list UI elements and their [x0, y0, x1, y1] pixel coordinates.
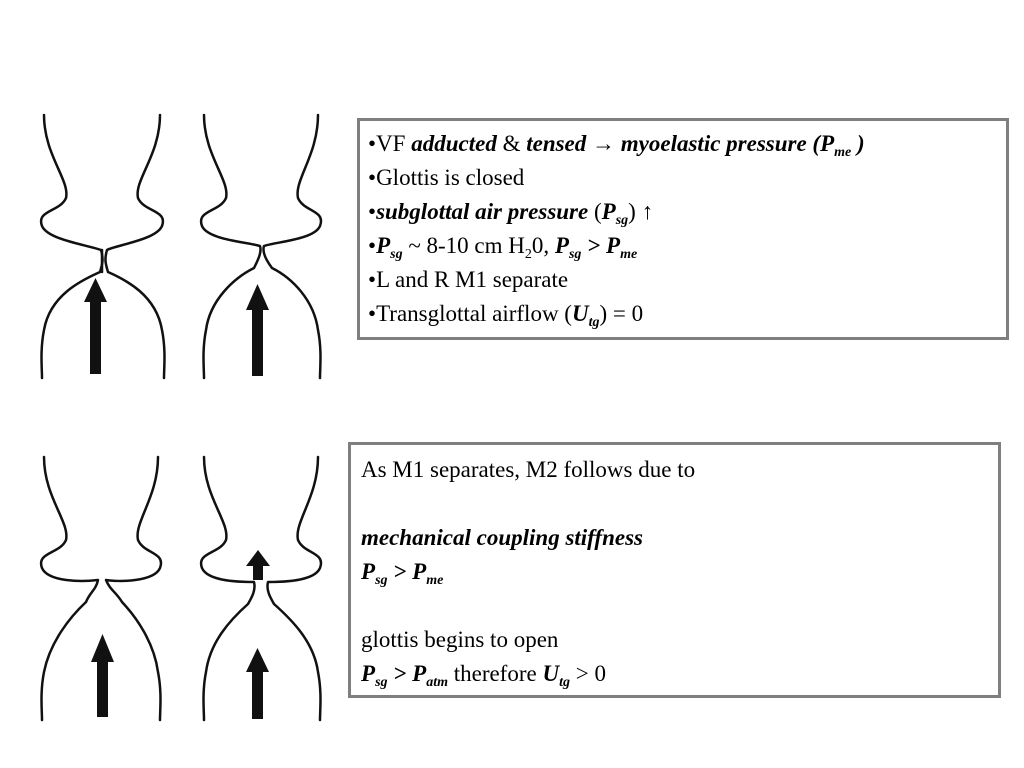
text: therefore [447, 661, 543, 686]
text: > [387, 559, 413, 584]
text: ~ 8-10 cm H [402, 233, 525, 258]
text: ) = 0 [599, 301, 644, 326]
text: adducted [411, 131, 497, 156]
note-line-2: mechanical coupling stiffness [361, 525, 643, 550]
opening-phase-notes-box: As M1 separates, M2 follows due to mecha… [348, 442, 1001, 698]
subscript: atm [426, 675, 448, 690]
text: 0, [531, 233, 555, 258]
text: > [387, 661, 413, 686]
subscript: 2 [524, 247, 532, 262]
text: Glottis is closed [376, 165, 525, 190]
note-line-2: •Glottis is closed [368, 161, 998, 195]
text: tensed [526, 131, 587, 156]
subscript: sg [375, 675, 388, 690]
text: Transglottal airflow ( [376, 301, 572, 326]
subscript: sg [615, 213, 629, 228]
bullet: • [368, 131, 377, 156]
symbol: U [571, 301, 589, 326]
symbol: P [820, 131, 835, 156]
note-line-3: •subglottal air pressure (Psg) ↑ [368, 195, 998, 229]
subscript: sg [375, 573, 388, 588]
text: & [496, 131, 527, 156]
airflow-arrow-icon [246, 284, 269, 376]
vocal-fold-diagram-closed-a [30, 110, 180, 380]
text: L and R M1 separate [376, 267, 569, 292]
symbol: P [601, 199, 616, 224]
text: > 0 [569, 661, 606, 686]
spacer [361, 589, 988, 623]
bullet: • [368, 267, 377, 292]
vocal-fold-diagram-opening-a [30, 452, 180, 722]
note-line-5: •L and R M1 separate [368, 263, 998, 297]
symbol: U [542, 661, 560, 686]
vocal-fold-diagram-opening-b [190, 452, 340, 722]
symbol: P [361, 559, 376, 584]
bullet: • [368, 199, 377, 224]
symbol: P [412, 661, 427, 686]
text: ( [588, 199, 602, 224]
symbol: P [376, 233, 391, 258]
note-line-1: •VF adducted & tensed → myoelastic press… [368, 127, 998, 161]
closed-phase-notes-box: •VF adducted & tensed → myoelastic press… [357, 118, 1009, 340]
text: VF [376, 131, 412, 156]
subscript: me [620, 247, 638, 262]
bullet: • [368, 233, 377, 258]
symbol: P [554, 233, 569, 258]
subscript: me [426, 573, 444, 588]
text: > [581, 233, 607, 258]
symbol: P [361, 661, 376, 686]
note-line-4: •Psg ~ 8-10 cm H20, Psg > Pme [368, 229, 998, 263]
subscript: me [834, 145, 852, 160]
symbol: P [606, 233, 621, 258]
note-line-6: •Transglottal airflow (Utg) = 0 [368, 297, 998, 331]
text: subglottal air pressure [376, 199, 589, 224]
note-line-4: glottis begins to open [361, 627, 559, 652]
bullet: • [368, 165, 377, 190]
text: ) [851, 131, 865, 156]
vocal-fold-diagram-closed-b [190, 110, 340, 380]
airflow-arrow-icon [91, 634, 114, 717]
bullet: • [368, 301, 377, 326]
subscript: sg [568, 247, 582, 262]
spacer [361, 487, 988, 521]
subscript: sg [390, 247, 403, 262]
symbol: P [412, 559, 427, 584]
text: ) ↑ [628, 199, 654, 224]
text: → myoelastic pressure ( [586, 131, 821, 156]
airflow-arrow-icon [84, 278, 107, 374]
airflow-arrow-icon [246, 550, 270, 719]
note-line-5: Psg > Patm therefore Utg > 0 [361, 657, 988, 691]
subscript: tg [559, 675, 570, 690]
note-line-3: Psg > Pme [361, 555, 988, 589]
note-line-1: As M1 separates, M2 follows due to [361, 457, 696, 482]
subscript: tg [588, 315, 600, 330]
